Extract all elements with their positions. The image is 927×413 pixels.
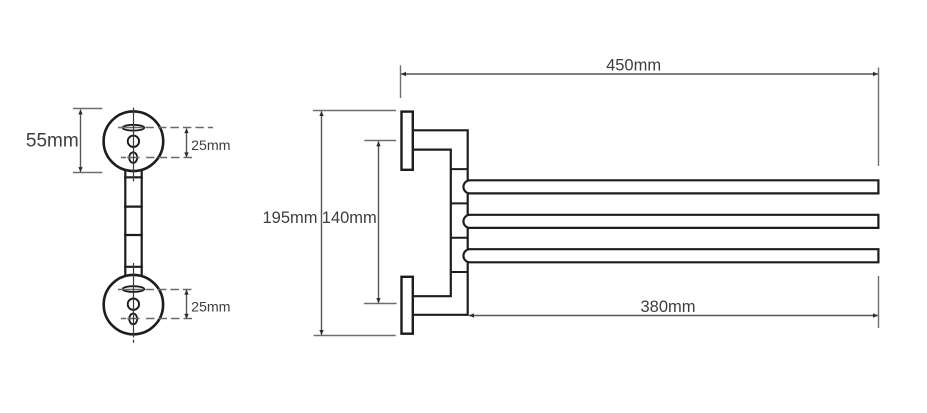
svg-text:450mm: 450mm bbox=[606, 57, 661, 75]
svg-text:140mm: 140mm bbox=[322, 209, 377, 227]
svg-text:55mm: 55mm bbox=[26, 131, 79, 152]
svg-text:25mm: 25mm bbox=[191, 300, 230, 316]
svg-text:380mm: 380mm bbox=[640, 298, 695, 316]
svg-text:195mm: 195mm bbox=[262, 209, 317, 227]
svg-text:25mm: 25mm bbox=[191, 138, 230, 154]
